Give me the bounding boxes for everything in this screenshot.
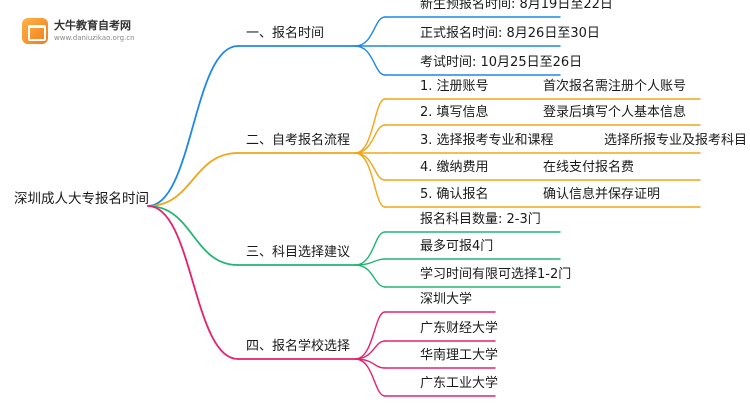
leaf-connector [354, 311, 386, 360]
branch-connector [147, 205, 239, 266]
leaf-label: 考试时间: 10月25日至26日 [420, 55, 583, 70]
site-logo: 大牛教育自考网 www.daniuzikao.org.cn [22, 14, 140, 48]
branch-label: 四、报名学校选择 [246, 339, 351, 354]
leaf-label: 新生预报名时间: 8月19日至22日 [420, 0, 613, 12]
leaf-label: 华南理工大学 [420, 348, 499, 363]
branch-connector [147, 152, 239, 207]
branch-label: 三、科目选择建议 [246, 245, 351, 260]
leaf-connector [354, 124, 386, 154]
book-icon [22, 18, 48, 44]
leaf-detail: 确认信息并保存证明 [543, 187, 661, 202]
leaf-connector [354, 152, 386, 181]
leaf-label: 1. 注册账号 [420, 79, 489, 94]
logo-title: 大牛教育自考网 [54, 19, 131, 32]
leaf-connector [354, 16, 386, 47]
branch-label: 一、报名时间 [246, 26, 325, 41]
branch-label: 二、自考报名流程 [246, 133, 351, 148]
leaf-label: 4. 缴纳费用 [420, 160, 489, 175]
leaf-detail: 首次报名需注册个人账号 [543, 79, 687, 94]
leaf-connector [354, 152, 386, 208]
leaf-connector [354, 231, 386, 266]
leaf-detail: 在线支付报名费 [543, 160, 635, 175]
leaf-connector [354, 264, 386, 288]
leaf-label: 深圳大学 [420, 292, 473, 307]
leaf-label: 正式报名时间: 8月26日至30日 [420, 26, 600, 41]
leaf-label: 学习时间有限可选择1-2门 [420, 267, 572, 282]
logo-url: www.daniuzikao.org.cn [54, 34, 135, 42]
leaf-label: 最多可报4门 [420, 239, 494, 254]
leaf-label: 3. 选择报考专业和课程 [420, 133, 554, 148]
leaf-connector [354, 358, 386, 397]
leaf-label: 报名科目数量: 2-3门 [420, 212, 541, 227]
leaf-label: 5. 确认报名 [420, 187, 489, 202]
root-node: 深圳成人大专报名时间 [14, 191, 149, 207]
leaf-detail: 选择所报专业及报考科目 [604, 133, 748, 148]
leaf-label: 广东工业大学 [420, 376, 499, 391]
leaf-detail: 登录后填写个人基本信息 [543, 105, 687, 120]
branch-connector [147, 45, 239, 207]
branch-connector [147, 205, 239, 360]
leaf-connector [354, 45, 386, 76]
leaf-label: 广东财经大学 [420, 321, 499, 336]
leaf-label: 2. 填写信息 [420, 105, 489, 120]
